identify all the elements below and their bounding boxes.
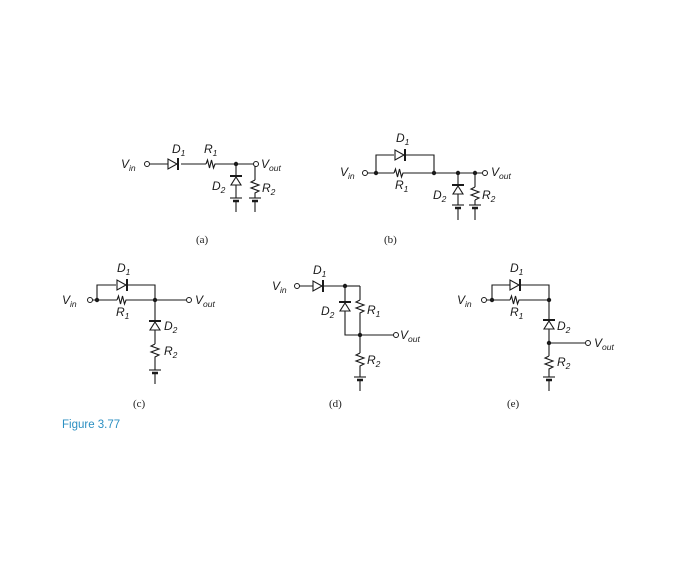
figure-label: Figure 3.77 <box>62 419 121 431</box>
svg-text:Vin: Vin <box>272 279 287 295</box>
diode-d1 <box>394 149 406 161</box>
resistor-r1 <box>205 158 216 170</box>
svg-text:Vin: Vin <box>340 165 355 181</box>
battery-icon <box>249 197 261 212</box>
diode-d1 <box>167 158 179 170</box>
svg-text:R1: R1 <box>367 303 381 319</box>
battery-icon <box>543 376 555 391</box>
resistor-r2 <box>543 355 555 370</box>
diode-d2 <box>543 319 555 330</box>
svg-text:R2: R2 <box>482 188 496 204</box>
resistor-r2 <box>354 352 366 367</box>
caption-a: (a) <box>196 234 209 246</box>
svg-text:D1: D1 <box>510 261 524 277</box>
circuit-e: Vin D1 R1 D2 Vout R2 (e) <box>457 261 614 410</box>
resistor-r2 <box>149 343 161 358</box>
svg-text:D1: D1 <box>396 131 410 147</box>
svg-text:R2: R2 <box>262 181 276 197</box>
svg-text:Vout: Vout <box>261 157 281 173</box>
battery-icon <box>452 204 464 220</box>
svg-text:R1: R1 <box>116 305 130 321</box>
caption-e: (e) <box>507 398 520 410</box>
svg-text:D2: D2 <box>164 319 178 335</box>
circuit-b: Vin D1 R1 Vout D2 R2 (b) <box>340 131 511 246</box>
svg-text:Vin: Vin <box>457 293 472 309</box>
diode-d2 <box>149 320 161 331</box>
svg-text:R2: R2 <box>367 353 381 369</box>
battery-icon <box>230 197 242 212</box>
svg-text:R2: R2 <box>557 355 571 371</box>
resistor-r2 <box>249 179 261 194</box>
circuit-d: Vin D1 D2 R1 Vout R2 (d) <box>272 263 420 410</box>
diode-d2 <box>452 184 464 195</box>
svg-text:Vout: Vout <box>195 293 215 309</box>
diode-d1 <box>509 279 521 291</box>
svg-text:R1: R1 <box>510 305 524 321</box>
svg-text:R1: R1 <box>395 178 409 194</box>
battery-icon <box>469 204 481 220</box>
caption-b: (b) <box>384 234 397 246</box>
svg-text:Vout: Vout <box>400 328 420 344</box>
caption-d: (d) <box>329 398 342 410</box>
diode-d1 <box>116 279 128 291</box>
svg-text:Vin: Vin <box>121 157 136 173</box>
svg-text:D1: D1 <box>117 261 131 277</box>
svg-text:D2: D2 <box>433 188 447 204</box>
resistor-r1 <box>354 299 366 314</box>
svg-text:Vout: Vout <box>491 165 511 181</box>
resistor-r1 <box>509 294 520 306</box>
diode-d2 <box>230 175 242 186</box>
svg-text:Vout: Vout <box>594 336 614 352</box>
caption-c: (c) <box>133 398 146 410</box>
diode-d2 <box>339 301 351 312</box>
resistor-r1 <box>393 167 404 179</box>
circuit-c: Vin D1 R1 Vout D2 R2 (c) <box>62 261 215 410</box>
svg-text:R2: R2 <box>164 344 178 360</box>
svg-text:Vin: Vin <box>62 293 77 309</box>
resistor-r1 <box>116 294 127 306</box>
svg-text:D2: D2 <box>212 179 226 195</box>
svg-text:R1: R1 <box>204 142 218 158</box>
svg-text:D2: D2 <box>557 319 571 335</box>
svg-text:D2: D2 <box>321 304 335 320</box>
battery-icon <box>354 376 366 391</box>
diode-d1 <box>312 280 324 292</box>
resistor-r2 <box>469 186 481 201</box>
battery-icon <box>149 369 161 384</box>
circuit-a: Vin D1 R1 Vout D2 R2 (a) <box>121 142 281 246</box>
svg-text:D1: D1 <box>313 263 327 279</box>
svg-text:D1: D1 <box>172 142 186 158</box>
